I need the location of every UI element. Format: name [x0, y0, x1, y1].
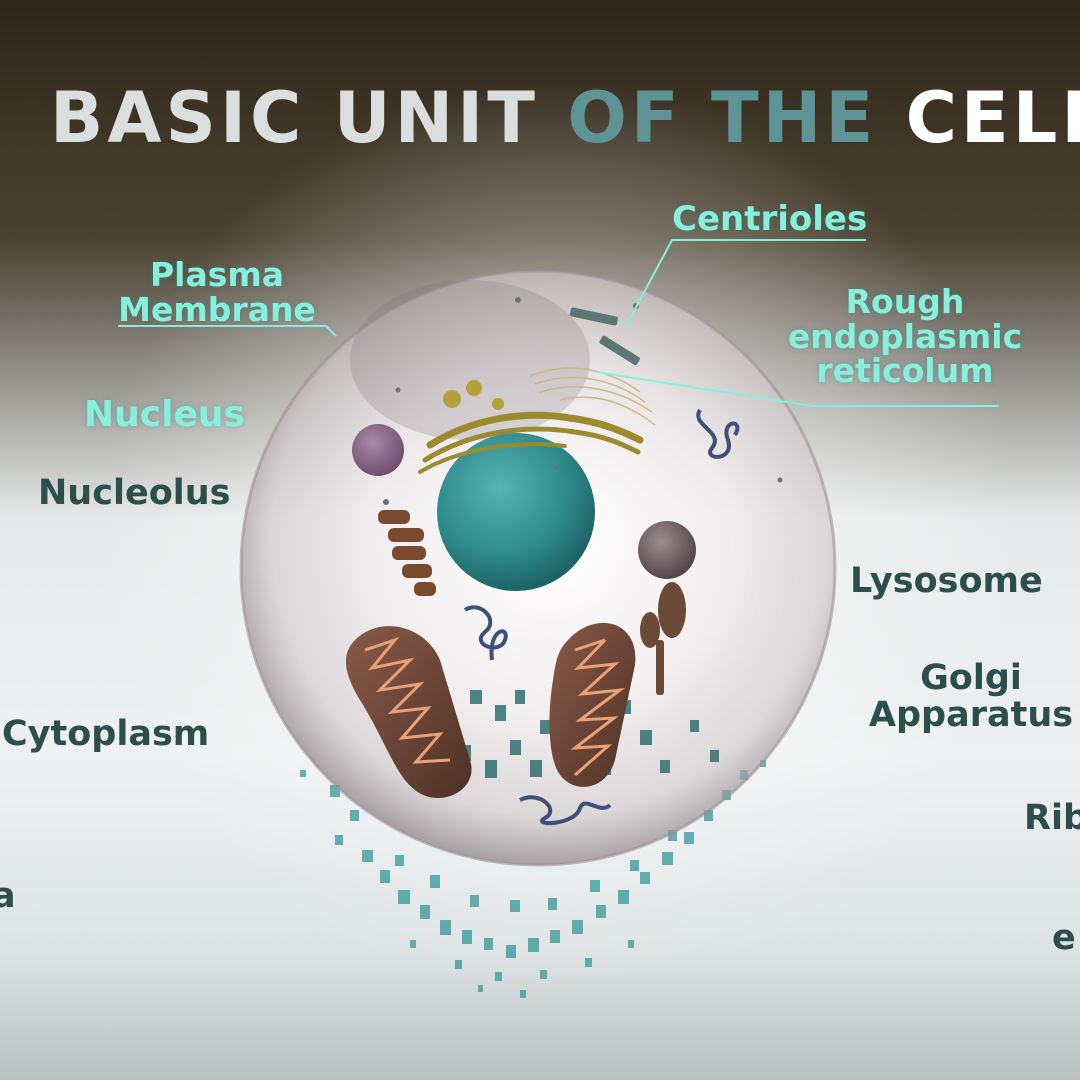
page-title: BASIC UNIT OF THE CELL: [50, 68, 1080, 168]
golgi-shape: [418, 380, 644, 474]
label-rough-er-line3: reticolum: [816, 351, 994, 391]
label-rough-er: Rough endoplasmic reticolum: [780, 282, 1030, 391]
title-part-3: CELL: [905, 77, 1080, 159]
cell-shadow: [350, 280, 590, 440]
label-golgi-line2: Apparatus: [868, 694, 1074, 734]
title-part-2: OF THE: [567, 77, 878, 159]
label-plasma-membrane-line2: Membrane: [118, 289, 316, 329]
mitochondrion-right: [549, 622, 636, 787]
label-cytoplasm: Cytoplasm: [2, 714, 210, 754]
centriole-1: [569, 307, 618, 326]
label-golgi-line1: Golgi: [920, 660, 1022, 698]
label-ribosome-partial: Rib: [1024, 800, 1080, 837]
nucleus-shape: [437, 433, 595, 591]
label-plasma-membrane: Plasma Membrane: [112, 255, 322, 329]
lysosome-shape: [638, 521, 696, 579]
label-nucleolus: Nucleolus: [38, 473, 231, 513]
callout-lines: [118, 239, 999, 407]
title-part-1: BASIC UNIT: [50, 77, 539, 159]
vacuole-shape: [352, 424, 404, 476]
label-rough-er-line2: endoplasmic: [787, 316, 1023, 356]
rough-er-shape: [529, 367, 656, 426]
label-plasma-membrane-line1: Plasma: [149, 255, 285, 294]
mitochondrion-left: [345, 626, 472, 799]
golgi-stack-left: [378, 510, 436, 596]
label-rough-er-line1: Rough: [845, 282, 965, 321]
golgi-stack-right: [640, 582, 686, 695]
label-nucleus: Nucleus: [84, 394, 245, 435]
label-left-partial: a: [0, 876, 16, 916]
label-centrioles: Centrioles: [672, 199, 868, 239]
label-lysosome: Lysosome: [850, 561, 1043, 601]
rough-er-leader: [595, 371, 999, 407]
dna-tangles: [463, 408, 740, 826]
plasma-membrane-leader: [118, 325, 337, 337]
label-right-partial: e: [1052, 920, 1076, 957]
label-golgi-apparatus: Golgi Apparatus: [862, 660, 1080, 734]
centriole-2: [599, 335, 641, 366]
centrioles-leader: [625, 239, 866, 327]
